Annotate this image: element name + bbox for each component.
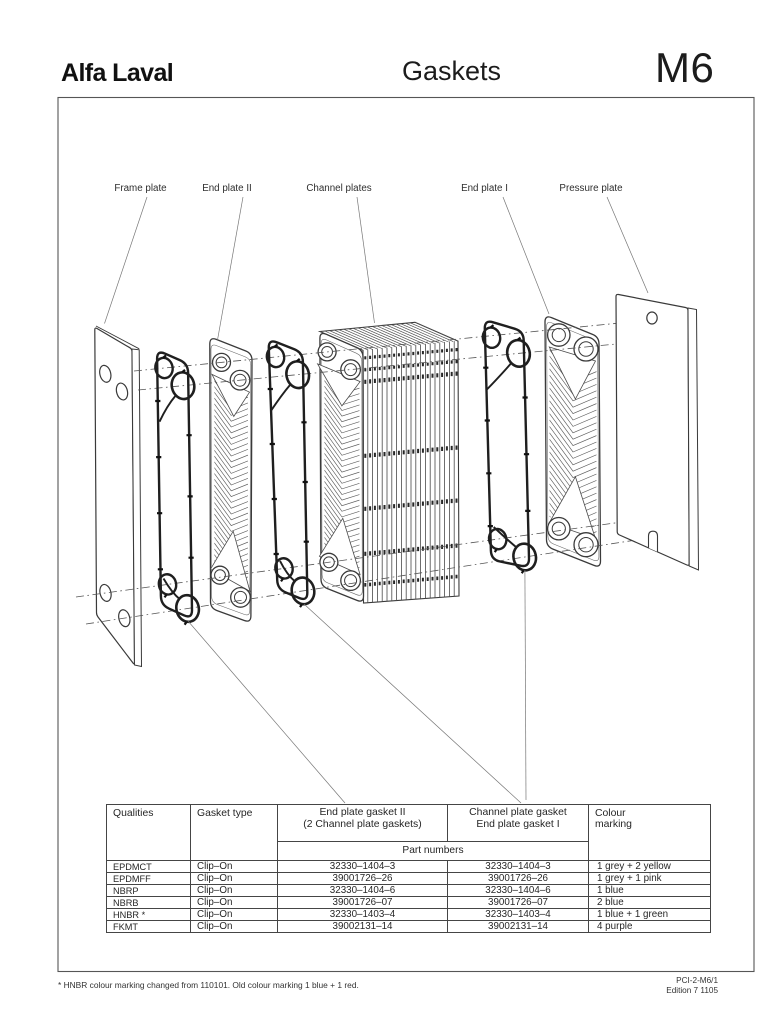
- cell-channel-plate-gasket: 32330–1404–6: [447, 884, 589, 897]
- doc-reference: PCI-2-M6/1 Edition 7 1105: [518, 976, 718, 996]
- center-lines: [75, 322, 641, 625]
- cell-end-plate-gasket-ii: 32330–1404–3: [277, 860, 448, 873]
- model-code: M6: [655, 44, 715, 91]
- table-row: EPDMFF Clip–On 39001726–26 39001726–26 1…: [106, 872, 711, 885]
- table-row: NBRP Clip–On 32330–1404–6 32330–1404–6 1…: [106, 884, 711, 897]
- col-header-line: marking: [595, 819, 632, 830]
- channel-plate-stack: [317, 321, 460, 604]
- cell-quality: NBRP: [106, 884, 191, 897]
- leader-lines: [104, 196, 649, 804]
- gasket-end-plate-ii: [154, 351, 201, 626]
- cell-colour-marking: 4 purple: [588, 920, 711, 933]
- table-row: NBRB Clip–On 39001726–07 39001726–07 2 b…: [106, 896, 711, 909]
- doc-ref-edition: Edition 7 1105: [666, 986, 718, 995]
- col-header-colour-marking: Colour marking: [588, 804, 711, 861]
- cell-quality: FKMT: [106, 920, 191, 933]
- col-header-line: End plate gasket I: [476, 818, 560, 830]
- page-title: Gaskets: [402, 56, 502, 86]
- cell-channel-plate-gasket: 32330–1403–4: [447, 908, 589, 921]
- col-header-gasket-type: Gasket type: [190, 804, 278, 861]
- channel-plate-front: [316, 332, 365, 602]
- frame-plate: [94, 325, 143, 668]
- col-header-line: (2 Channel plate gaskets): [303, 818, 422, 830]
- cell-colour-marking: 2 blue: [588, 896, 711, 909]
- table-row: HNBR * Clip–On 32330–1403–4 32330–1403–4…: [106, 908, 711, 921]
- cell-gasket-type: Clip–On: [190, 872, 278, 885]
- cell-quality: HNBR *: [106, 908, 191, 921]
- cell-colour-marking: 1 blue: [588, 884, 711, 897]
- col-header-line: End plate gasket II: [319, 807, 406, 818]
- footnote: * HNBR colour marking changed from 11010…: [58, 980, 359, 990]
- cell-channel-plate-gasket: 32330–1404–3: [447, 860, 589, 873]
- cell-end-plate-gasket-ii: 39001726–07: [277, 896, 448, 909]
- label-end-plate-i: End plate I: [461, 183, 508, 194]
- cell-channel-plate-gasket: 39001726–26: [447, 872, 589, 885]
- doc-ref-number: PCI-2-M6/1: [676, 976, 718, 985]
- cell-quality: NBRB: [106, 896, 191, 909]
- cell-gasket-type: Clip–On: [190, 908, 278, 921]
- label-frame-plate: Frame plate: [114, 183, 167, 194]
- table-header-row: Qualities Gasket type End plate gasket I…: [106, 804, 711, 861]
- cell-end-plate-gasket-ii: 39002131–14: [277, 920, 448, 933]
- part-numbers-row: Part numbers: [107, 840, 711, 862]
- cell-quality: EPDMCT: [106, 860, 191, 873]
- label-channel-plates: Channel plates: [306, 183, 371, 194]
- col-header-line: Channel plate gasket: [469, 807, 567, 818]
- cell-gasket-type: Clip–On: [190, 896, 278, 909]
- cell-gasket-type: Clip–On: [190, 920, 278, 933]
- end-plate-ii: [209, 338, 253, 622]
- cell-end-plate-gasket-ii: 39001726–26: [277, 872, 448, 885]
- cell-gasket-type: Clip–On: [190, 884, 278, 897]
- cell-end-plate-gasket-ii: 32330–1403–4: [277, 908, 448, 921]
- diagram-labels: Frame plate End plate II Channel plates End…: [114, 183, 623, 194]
- cell-colour-marking: 1 blue + 1 green: [588, 908, 711, 921]
- label-pressure-plate: Pressure plate: [559, 183, 623, 194]
- part-numbers-cell: Part numbers: [277, 840, 589, 862]
- gasket-channel-left: [265, 340, 316, 608]
- cell-colour-marking: 1 grey + 1 pink: [588, 872, 711, 885]
- table-row: EPDMCT Clip–On 32330–1404–3 32330–1404–3…: [106, 860, 711, 873]
- cell-gasket-type: Clip–On: [190, 860, 278, 873]
- col-header-line: Colour: [595, 808, 626, 819]
- col-header-end-plate-gasket-ii: End plate gasket II (2 Channel plate gas…: [277, 804, 448, 842]
- label-end-plate-ii: End plate II: [202, 183, 252, 194]
- cell-channel-plate-gasket: 39001726–07: [447, 896, 589, 909]
- col-header-channel-plate-gasket: Channel plate gasket End plate gasket I: [447, 804, 589, 842]
- gasket-parts-table: Qualities Gasket type End plate gasket I…: [106, 804, 711, 933]
- cell-colour-marking: 1 grey + 2 yellow: [588, 860, 711, 873]
- pressure-plate: [615, 293, 700, 571]
- col-header-qualities: Qualities: [106, 804, 191, 861]
- brand-logo: Alfa Laval: [61, 59, 174, 87]
- gasket-channel-right: [481, 320, 538, 574]
- cell-quality: EPDMFF: [106, 872, 191, 885]
- table-row: FKMT Clip–On 39002131–14 39002131–14 4 p…: [106, 920, 711, 933]
- cell-channel-plate-gasket: 39002131–14: [447, 920, 589, 933]
- end-plate-i: [544, 316, 602, 567]
- cell-end-plate-gasket-ii: 32330–1404–6: [277, 884, 448, 897]
